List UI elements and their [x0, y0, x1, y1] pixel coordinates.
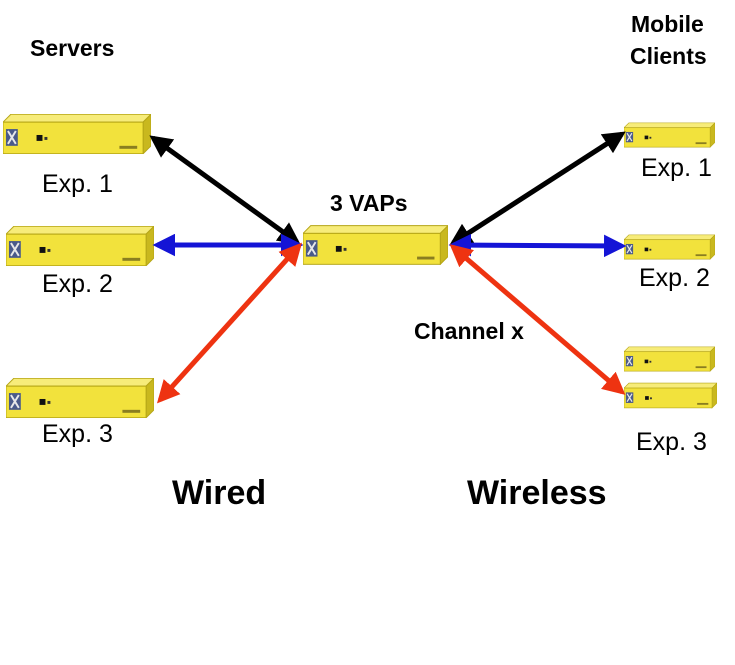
client-device-1	[624, 122, 715, 148]
client-device-3b	[624, 382, 717, 409]
mobile-clients-header-line1: Mobile	[631, 11, 704, 37]
wireless-section-label: Wireless	[467, 474, 607, 512]
access-point-device	[303, 225, 448, 265]
link-exp3-wireless	[449, 244, 626, 395]
client-label-1: Exp. 1	[641, 154, 712, 182]
client-device-3a	[624, 346, 715, 372]
client-device-2	[624, 234, 715, 260]
client-label-3: Exp. 3	[636, 428, 707, 456]
link-exp1-wired	[149, 135, 301, 245]
vaps-label: 3 VAPs	[330, 190, 408, 216]
wired-section-label: Wired	[172, 474, 267, 512]
link-exp2-wireless	[448, 233, 627, 258]
servers-header: Servers	[30, 35, 115, 61]
client-label-2: Exp. 2	[639, 264, 710, 292]
link-exp1-wireless	[449, 131, 626, 246]
server-device-3	[6, 378, 154, 418]
link-exp3-wired	[156, 242, 303, 404]
channel-label: Channel x	[414, 318, 524, 344]
server-device-2	[6, 226, 154, 266]
mobile-clients-header-line2: Clients	[630, 43, 707, 69]
server-label-2: Exp. 2	[42, 270, 113, 298]
server-label-1: Exp. 1	[42, 170, 113, 198]
server-device-1	[3, 114, 151, 154]
server-label-3: Exp. 3	[42, 420, 113, 448]
